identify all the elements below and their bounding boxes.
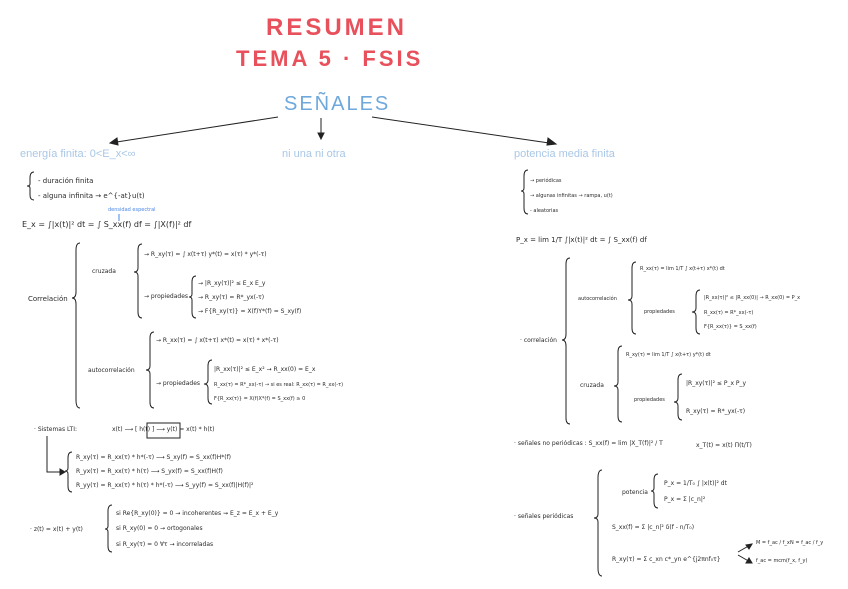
energy-prop2: → R_xy(τ) = R*_yx(-τ) — [198, 294, 265, 301]
power-cruzada: cruzada — [580, 382, 604, 389]
title-senales: SEÑALES — [284, 93, 391, 115]
power-aleatorias: - aleatorias — [530, 208, 559, 214]
power-periodicas: → periódicas — [530, 178, 562, 184]
power-fac: f_ac = mcm(f_x, f_y) — [756, 558, 808, 564]
power-potencia: potencia — [622, 489, 648, 496]
power-prop2: R_xx(τ) = R*_xx(-τ) — [704, 310, 754, 316]
power-correlacion: · correlación — [520, 337, 557, 344]
power-rxx: R_xx(τ) = lim 1/T ∫ x(t+τ) x*(t) dt — [640, 266, 725, 272]
lti-row2: R_yx(τ) = R_xx(τ) * h(τ) ⟶ S_yx(f) = S_x… — [76, 468, 223, 475]
power-m: M = f_ac / f_x — [756, 540, 790, 546]
power-prop1: |R_xx(τ)|² ≤ |R_xx(0)| → R_xx(0) = P_x — [704, 295, 801, 301]
category-neither: ni una ni otra — [282, 148, 346, 160]
power-n: N = f_ac / f_y — [790, 540, 824, 546]
energy-aprop2: R_xx(τ) = R*_xx(-τ) → si es real: R_xx(τ… — [214, 382, 344, 388]
title-resumen: RESUMEN — [266, 14, 408, 41]
energy-autocorrelacion: autocorrelación — [88, 367, 135, 374]
energy-cruzada: cruzada — [92, 268, 116, 275]
power-periodicas-label: · señales periódicas — [514, 513, 574, 520]
energy-density-note: densidad espectral — [108, 207, 156, 213]
energy-prop3: → F{R_xy(τ)} = X(f)Y*(f) = S_xy(f) — [198, 308, 302, 315]
category-power: potencia media finita — [514, 148, 615, 160]
power-rxy: R_xy(τ) = lim 1/T ∫ x(t+τ) y*(t) dt — [626, 352, 711, 358]
lti-label: · Sistemas LTI: — [34, 426, 77, 433]
category-energy: energía finita: 0<E_x<∞ — [20, 148, 136, 160]
energy-correlacion: Correlación — [28, 295, 68, 303]
lti-chain: x(t) ⟶ [ h(t) ] ⟶ y(t) = x(t) * h(t) — [112, 426, 215, 433]
energy-rxx: → R_xx(τ) = ∫ x(t+τ) x*(t) = x(τ) * x*(-… — [156, 337, 279, 344]
power-cprop1: |R_xy(τ)|² ≤ P_x P_y — [686, 380, 747, 387]
power-sxx: S_xx(f) = Σ |c_n|² δ(f - n/T₀) — [612, 524, 695, 531]
power-cprop2: R_xy(τ) = R*_yx(-τ) — [686, 408, 746, 415]
energy-aprop3: F{R_xx(τ)} = X(f)X*(f) = S_xx(f) ≥ 0 — [214, 396, 306, 402]
energy-duracion-finita: - duración finita — [38, 177, 94, 185]
power-rxy-periodicas: R_xy(τ) = Σ c_xn c*_yn e^{j2πnf₀τ} — [612, 556, 721, 563]
power-propiedades: propiedades — [644, 309, 675, 315]
power-autocorrelacion: autocorrelación — [578, 296, 617, 302]
power-algunas-infinitas: → algunas infinitas → rampa, u(t) — [530, 193, 613, 199]
sum-label: · z(t) = x(t) + y(t) — [30, 526, 83, 533]
energy-propiedades2: → propiedades — [156, 380, 201, 387]
lti-row1: R_xy(τ) = R_xx(τ) * h*(-τ) ⟶ S_xy(f) = S… — [76, 454, 232, 461]
power-no-periodicas: · señales no periódicas : S_xx(f) = lim … — [514, 440, 663, 447]
energy-aprop1: |R_xx(τ)|² ≤ E_x² → R_xx(0) = E_x — [214, 366, 316, 373]
power-pot1: P_x = 1/T₀ ∫ |x(t)|² dt — [664, 480, 727, 487]
energy-prop1: → |R_xy(τ)|² ≤ E_x E_y — [198, 280, 266, 287]
sum-row1: si Re{R_xy(0)} = 0 → incoherentes ⇝ E_z … — [116, 510, 279, 517]
sum-row2: si R_xy(0) = 0 → ortogonales — [116, 525, 203, 532]
energy-rxy: → R_xy(τ) = ∫ x(t+τ) y*(t) = x(τ) * y*(-… — [144, 251, 267, 258]
power-propiedades2: propiedades — [634, 397, 665, 403]
power-xt: x_T(t) = x(t) Π(t/T) — [696, 442, 752, 449]
title-tema: TEMA 5 · FSIS — [236, 46, 424, 71]
power-pot2: P_x = Σ |c_n|² — [664, 496, 706, 503]
lti-row3: R_yy(τ) = R_xx(τ) * h(τ) * h*(-τ) ⟶ S_yy… — [76, 482, 254, 489]
power-prop3: F{R_xx(τ)} = S_xx(f) — [704, 324, 757, 330]
sum-row3: si R_xy(τ) = 0 ∀τ → incorreladas — [116, 541, 214, 548]
power-px-formula: P_x = lim 1/T ∫|x(t)|² dt = ∫ S_xx(f) df — [516, 236, 647, 244]
energy-propiedades: → propiedades — [144, 293, 189, 300]
energy-ex-formula: E_x = ∫|x(t)|² dt = ∫ S_xx(f) df = ∫|X(f… — [22, 220, 192, 229]
energy-alguna-infinita: - alguna infinita → e^{-at}u(t) — [38, 192, 145, 200]
